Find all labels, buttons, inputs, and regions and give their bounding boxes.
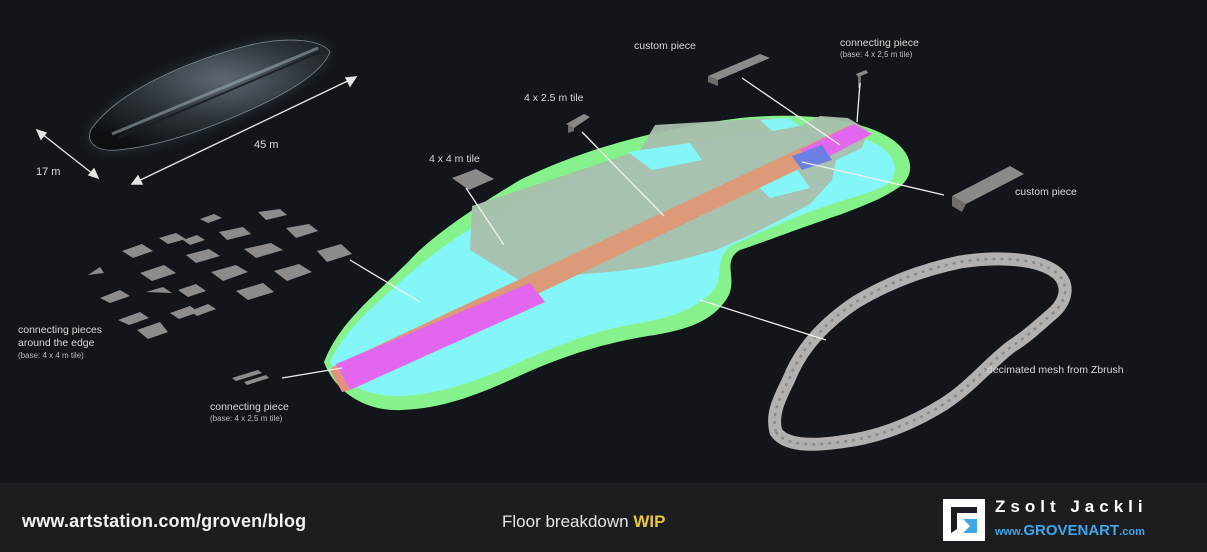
edge-connecting-pieces <box>88 209 352 339</box>
connecting-piece-top-sample <box>856 70 868 77</box>
brand-site-name: GROVENART <box>1023 522 1120 539</box>
label-connecting-piece-top: connecting piece (base: 4 x 2,5 m tile) <box>840 37 919 59</box>
label-connecting-piece-bottom-main: connecting piece <box>210 401 289 413</box>
label-tile-4x4: 4 x 4 m tile <box>429 153 480 165</box>
label-connecting-piece-top-main: connecting piece <box>840 37 919 49</box>
diagram-canvas <box>35 39 1072 451</box>
brand-site-suffix: .com <box>1119 526 1145 538</box>
tile-4x25-sample <box>566 114 590 128</box>
page-caption: Floor breakdown WIP <box>502 512 665 532</box>
label-edge-pieces-line2: around the edge <box>18 337 95 349</box>
orange-end-cap <box>330 366 350 392</box>
footer-bar: www.artstation.com/groven/blog Floor bre… <box>0 483 1207 552</box>
dimension-arrows <box>35 76 358 185</box>
label-connecting-piece-bottom-sub: (base: 4 x 2,5 m tile) <box>210 414 283 423</box>
brand-block: Zsolt Jackli www.GROVENART.com <box>943 497 1193 545</box>
label-edge-pieces: connecting pieces around the edge (base:… <box>18 324 102 362</box>
label-dim-width: 17 m <box>36 166 61 178</box>
gray-tile-zone <box>470 116 868 283</box>
blue-piece <box>792 145 832 170</box>
label-connecting-piece-top-sub: (base: 4 x 2,5 m tile) <box>840 50 913 59</box>
label-custom-piece-right: custom piece <box>1015 186 1077 198</box>
caption-wip-tag: WIP <box>633 512 666 531</box>
tile-4x4-sample <box>452 169 494 190</box>
decimated-mesh <box>768 252 1072 451</box>
label-custom-piece-top: custom piece <box>634 40 696 52</box>
brand-logo-icon <box>943 499 985 541</box>
magenta-piece-left <box>336 283 545 390</box>
brand-site: www.GROVENART.com <box>995 522 1145 539</box>
connecting-piece-small <box>232 370 269 385</box>
caption-text: Floor breakdown <box>502 512 629 531</box>
label-dim-length: 45 m <box>254 139 279 151</box>
blog-link[interactable]: www.artstation.com/groven/blog <box>22 511 307 531</box>
floor-breakdown-diagram: custom piece connecting piece (base: 4 x… <box>18 37 1124 451</box>
cyan-patch-3 <box>760 118 800 131</box>
floating-pieces <box>452 54 1024 212</box>
label-tile-4x25: 4 x 2.5 m tile <box>524 92 584 104</box>
leader-lines <box>281 77 945 379</box>
label-edge-pieces-sub: (base: 4 x 4 m tile) <box>18 351 84 360</box>
cyan-patch-1 <box>628 143 702 170</box>
brand-author: Zsolt Jackli <box>995 497 1148 516</box>
label-edge-pieces-line1: connecting pieces <box>18 324 103 336</box>
label-connecting-piece-bottom: connecting piece (base: 4 x 2,5 m tile) <box>210 401 289 423</box>
cyan-patch-2 <box>752 168 810 198</box>
custom-piece-right <box>952 166 1024 204</box>
brand-site-prefix: www. <box>995 526 1024 538</box>
floor-layout <box>324 115 911 411</box>
custom-piece-top <box>708 54 770 80</box>
rendered-floor-preview <box>89 39 331 151</box>
label-decimated-mesh: decimated mesh from Zbrush <box>987 364 1124 376</box>
